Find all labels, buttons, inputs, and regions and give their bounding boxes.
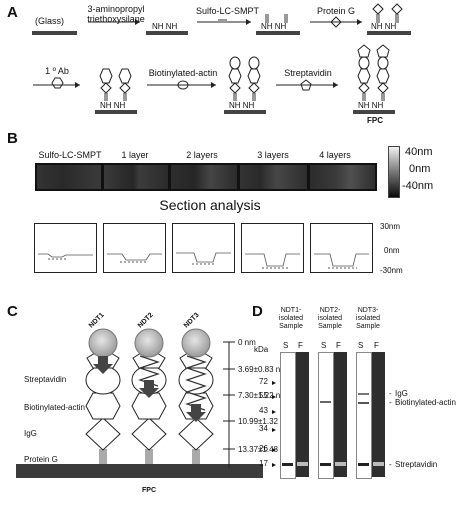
c-label-igg: IgG: [24, 429, 37, 438]
right-label-igg: IgG: [395, 389, 408, 398]
section-profile-box: [103, 223, 166, 273]
actin-reagent-icon: [177, 80, 189, 90]
section-axis-top: 30nm: [380, 222, 401, 231]
marker-55: 55: [259, 391, 268, 400]
section-profile-box: [34, 223, 97, 273]
header-ndt3-line3: Sample: [356, 323, 380, 330]
lane-label: S: [283, 341, 289, 350]
glass-substrate: [32, 31, 77, 35]
lane-label: F: [336, 341, 341, 350]
nh-label: NH NH: [229, 101, 255, 110]
marker-43: 43: [259, 406, 268, 415]
afm-tile: [240, 165, 307, 189]
section-profile-box: [241, 223, 304, 273]
section-profile-box: [172, 223, 235, 273]
panel-d-letter: D: [252, 303, 263, 320]
nh-label: NH NH: [100, 101, 126, 110]
nh-label: NH NH: [152, 22, 178, 31]
colorbar-bottom-label: -40nm: [402, 180, 434, 192]
fpc-label-a: FPC: [367, 116, 383, 125]
aptes-label-line1: 3-aminopropyl: [87, 4, 145, 14]
smpt-label: Sulfo-LC-SMPT: [196, 6, 260, 16]
gel-lane-ndt2-s: [318, 352, 334, 479]
gel-lane-ndt2-f: [334, 352, 347, 477]
protein-g-reagent-icon: [330, 16, 342, 28]
marker-26: 26: [259, 444, 268, 453]
afm-tile: [171, 165, 237, 189]
section-profile-box: [310, 223, 373, 273]
marker-17: 17: [259, 459, 268, 468]
aptes-substrate: [146, 31, 188, 35]
header-ndt2-line2: isolated: [317, 315, 343, 322]
panel-a-letter: A: [7, 4, 18, 21]
c-label-protein-g: Protein G: [24, 455, 58, 464]
colorbar-mid-label: 0nm: [409, 163, 431, 175]
lane-label: F: [298, 341, 303, 350]
header-ndt1-line3: Sample: [279, 323, 303, 330]
panel-b-letter: B: [7, 130, 18, 147]
nh-label: NH NH: [371, 22, 397, 31]
height-colorbar: [388, 146, 400, 198]
marker-34: 34: [259, 424, 268, 433]
section-profiles: [38, 252, 369, 269]
colorbar-top-label: 40nm: [405, 146, 433, 158]
primary-ab-label: 1 º Ab: [45, 66, 69, 76]
afm-tile: [104, 165, 168, 189]
glass-label: (Glass): [35, 16, 64, 26]
primary-ab-reagent-icon: [51, 77, 64, 89]
aptes-label-line2: triethoxysilane: [87, 14, 145, 24]
lane-label: F: [374, 341, 379, 350]
header-ndt1-line2: isolated: [278, 315, 304, 322]
gel-lane-ndt3-s: [356, 352, 372, 479]
section-axis-bottom: -30nm: [380, 266, 403, 275]
c-label-biotinylated-actin: Biotinylated-actin: [24, 403, 85, 412]
nh-label: NH NH: [261, 22, 287, 31]
distance-1: 3.69±0.83 nm: [238, 365, 287, 374]
streptavidin-label: Streptavidin: [284, 68, 332, 78]
afm-tile: [310, 165, 375, 189]
protein-g-label: Protein G: [316, 6, 356, 16]
distance-0: 0 nm: [238, 338, 256, 347]
panel-a-schematic: [32, 3, 411, 114]
header-ndt3-line2: isolated: [355, 315, 381, 322]
afm-tile: [37, 165, 101, 189]
header-ndt1-line1: NDT1-: [280, 307, 302, 314]
header-ndt3-line1: NDT3-: [357, 307, 379, 314]
afm-label-1-layer: 1 layer: [121, 150, 149, 160]
nh-label: NH NH: [358, 101, 384, 110]
c-label-streptavidin: Streptavidin: [24, 375, 67, 384]
gel-lane-ndt3-f: [372, 352, 385, 477]
distance-3: 10.99±1.32 nm: [238, 417, 292, 426]
biotinylated-actin-label: Biotinylated-actin: [148, 68, 218, 78]
right-label-prefix: -: [389, 398, 392, 407]
afm-label-smpt: Sulfo-LC-SMPT: [38, 150, 102, 160]
right-label-prefix: -: [389, 389, 392, 398]
distance-2: 7.30±1.22 nm: [238, 391, 287, 400]
afm-label-2-layers: 2 layers: [186, 150, 218, 160]
gel-lane-ndt1-s: [280, 352, 296, 479]
marker-72: 72: [259, 377, 268, 386]
kda-label: kDa: [254, 345, 269, 354]
right-label-biotinylated-actin: Biotinylated-actin: [395, 398, 456, 407]
smpt-reagent-icon: [218, 19, 227, 23]
section-axis-mid: 0nm: [384, 246, 400, 255]
gel-lane-ndt1-f: [296, 352, 309, 477]
streptavidin-reagent-icon: [300, 79, 312, 91]
distance-4: 13.37±1.48 nm: [238, 445, 292, 454]
lane-label: S: [358, 341, 364, 350]
right-label-streptavidin: Streptavidin: [395, 460, 438, 469]
lane-label: S: [321, 341, 327, 350]
panel-c-letter: C: [7, 303, 18, 320]
header-ndt2-line3: Sample: [318, 323, 342, 330]
fpc-label-c: FPC: [142, 487, 156, 494]
right-label-prefix: -: [389, 460, 392, 469]
fpc-base: [16, 464, 263, 478]
afm-label-4-layers: 4 layers: [319, 150, 351, 160]
section-analysis-title: Section analysis: [159, 197, 261, 213]
afm-label-3-layers: 3 layers: [257, 150, 289, 160]
header-ndt2-line1: NDT2-: [319, 307, 341, 314]
